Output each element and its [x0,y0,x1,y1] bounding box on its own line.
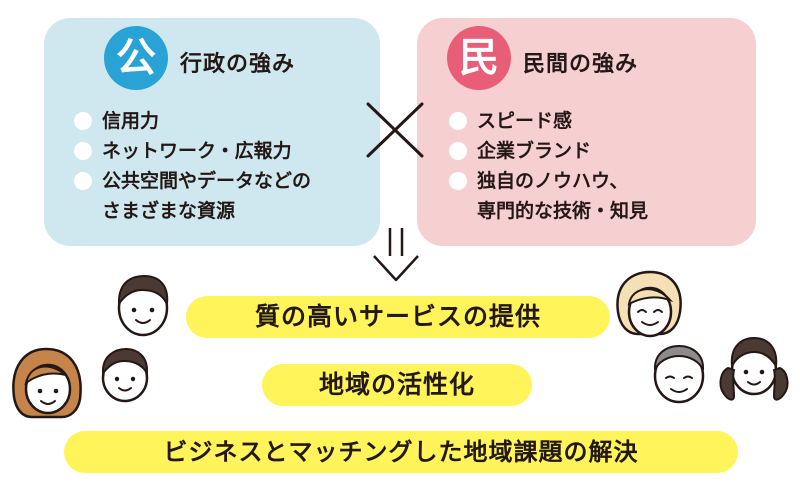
outcome-regional-revitalization: 地域の活性化 [262,364,532,406]
down-arrow-icon [373,228,419,282]
public-badge: 公 [104,26,168,90]
public-strength-list: 信用力 ネットワーク・広報力 公共空間やデータなどの さまざまな資源 [74,106,374,226]
private-badge: 民 [447,26,511,90]
list-item: 信用力 [74,106,374,136]
bullet-icon [449,142,467,160]
private-strength-list: スピード感 企業ブランド 独自のノウハウ、 専門的な技術・知見 [449,106,749,226]
girl-face-icon [719,336,789,401]
outcome-regional-issue-solving: ビジネスとマッチングした地域課題の解決 [64,431,738,473]
bullet-icon [449,172,467,190]
bullet-icon [74,112,92,130]
multiply-icon [366,102,424,158]
list-item: スピード感 [449,106,749,136]
list-item: 企業ブランド [449,136,749,166]
child-face-icon [101,347,149,403]
elderly-woman-face-icon [616,270,682,338]
woman-face-icon [12,347,82,419]
private-strengths-panel: 民 民間の強み スピード感 企業ブランド 独自のノウハウ、 専門的な技術・知見 [417,18,756,246]
list-item: 公共空間やデータなどの さまざまな資源 [74,166,374,226]
bullet-icon [74,142,92,160]
bullet-icon [74,172,92,190]
elderly-man-face-icon [653,344,705,404]
public-title: 行政の強み [180,52,296,77]
bullet-icon [449,112,467,130]
list-item: ネットワーク・広報力 [74,136,374,166]
public-strengths-panel: 公 行政の強み 信用力 ネットワーク・広報力 公共空間やデータなどの さまざまな… [44,18,380,246]
private-title: 民間の強み [523,52,639,77]
outcome-quality-service: 質の高いサービスの提供 [186,296,610,338]
list-item: 独自のノウハウ、 専門的な技術・知見 [449,166,749,226]
man-face-icon [117,274,169,337]
